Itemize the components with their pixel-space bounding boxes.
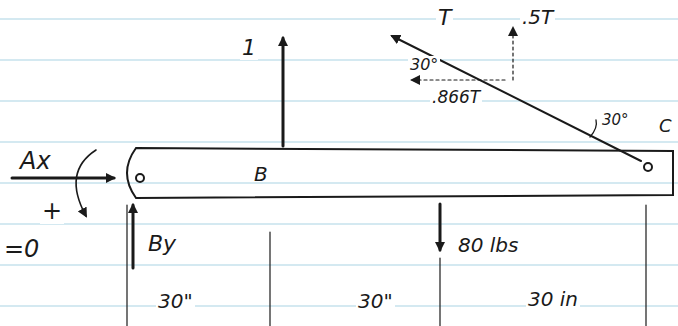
sketch-label: .5T (520, 6, 555, 28)
beam-outline (116, 145, 676, 201)
moment-arrow (76, 150, 96, 216)
beam: B (116, 145, 676, 201)
sketch-label: .866T (430, 88, 482, 107)
sketch-label: 30° (600, 112, 631, 129)
sketch-label: 30 in (526, 288, 580, 310)
sketch-label: 30" (156, 290, 195, 312)
sketch-label: 1 (240, 36, 258, 60)
sketch-label: + (40, 198, 64, 224)
force-arrow-ax (12, 177, 114, 180)
sketch-label: T (436, 6, 453, 30)
force-arrow-by (132, 205, 135, 268)
sketch-label: By (146, 232, 178, 256)
tension-arrow (392, 36, 641, 161)
component-dashed (412, 79, 505, 80)
sketch-label: 30° (408, 56, 440, 74)
sketch-label: Ax (18, 148, 53, 174)
sketch-label: C (657, 116, 674, 136)
sketch-label: 80 lbs (456, 234, 520, 256)
sketch-label: =0 (2, 236, 41, 262)
dimension-ticks (127, 205, 646, 326)
angle-arc (590, 120, 596, 137)
force-arrow-b (282, 38, 285, 146)
component-dashed (512, 28, 513, 80)
ruled-lines (0, 19, 678, 306)
force-arrow-80 (439, 204, 442, 250)
point-label: B (254, 163, 268, 185)
sketch-label: 30" (356, 290, 395, 312)
